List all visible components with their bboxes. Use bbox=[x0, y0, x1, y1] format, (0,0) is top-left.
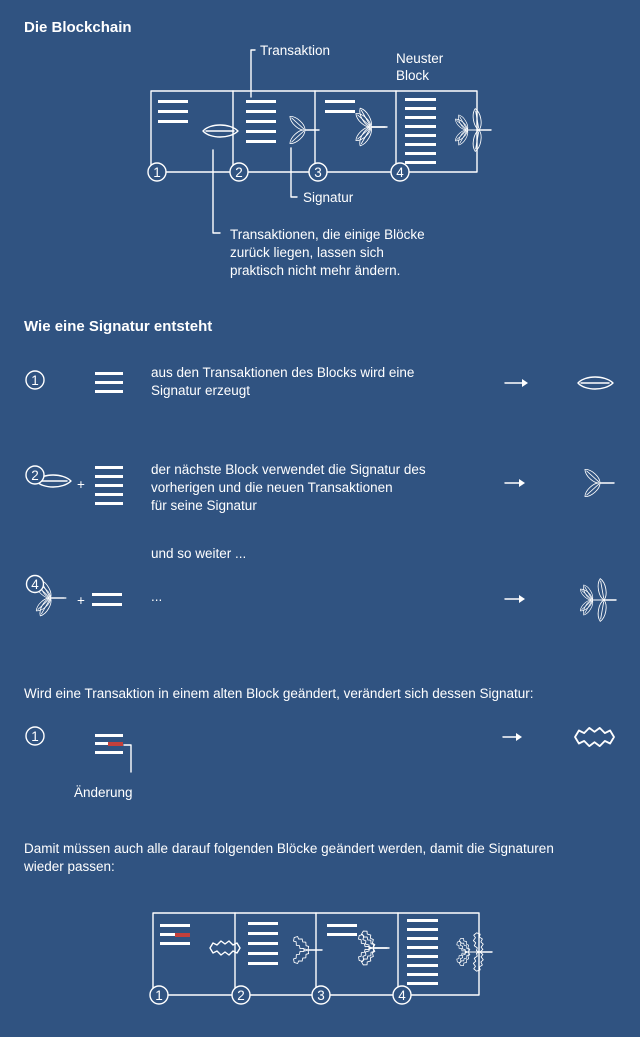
sprig-signature-icon bbox=[288, 114, 319, 146]
block1-transactions-changed bbox=[160, 924, 190, 945]
label-signatur: Signatur bbox=[303, 190, 354, 205]
blockchain-diagram-bottom: 1 2 3 4 bbox=[149, 912, 492, 1005]
svg-text:2: 2 bbox=[235, 165, 243, 180]
step3-intro: und so weiter ... bbox=[151, 546, 246, 561]
block-number-4: 4 bbox=[392, 985, 412, 1005]
step3-plus: + bbox=[77, 593, 85, 608]
block2-transactions bbox=[246, 100, 276, 143]
step3-number: 4 bbox=[31, 577, 39, 592]
step2-plus: + bbox=[77, 477, 85, 492]
block3-transactions bbox=[325, 100, 355, 113]
label-aenderung: Änderung bbox=[74, 785, 133, 800]
step1-transactions bbox=[95, 372, 123, 393]
label-block: Block bbox=[396, 68, 429, 83]
leaf-signature-icon bbox=[202, 124, 239, 138]
svg-text:3: 3 bbox=[317, 988, 325, 1003]
step1-number: 1 bbox=[31, 373, 39, 388]
step2-number: 2 bbox=[31, 468, 39, 483]
block-number-3: 3 bbox=[311, 985, 331, 1005]
svg-text:1: 1 bbox=[155, 988, 163, 1003]
changed-transactions bbox=[95, 734, 123, 754]
changed-tree-icon bbox=[455, 932, 492, 972]
step2-text-line1: der nächste Block verwendet die Signatur… bbox=[151, 462, 426, 477]
block1-transactions bbox=[158, 100, 188, 123]
changed-sprig-icon bbox=[291, 934, 322, 965]
block2-transactions bbox=[248, 922, 278, 965]
step-1: 1 aus den Transaktionen des Blocks wird … bbox=[25, 365, 614, 398]
step3-transactions bbox=[92, 593, 122, 606]
svg-text:2: 2 bbox=[237, 988, 245, 1003]
block-number-3: 3 bbox=[308, 162, 328, 182]
callout-line-transaktion bbox=[250, 49, 256, 98]
step-3: und so weiter ... 4 + ... bbox=[25, 546, 617, 622]
changed-leaf-icon bbox=[574, 726, 615, 748]
note-line-3: praktisch nicht mehr ändern. bbox=[230, 263, 400, 278]
arrow-right-icon bbox=[504, 595, 525, 603]
label-neuster: Neuster bbox=[396, 51, 444, 66]
section-title-aenderung: Wird eine Transaktion in einem alten Blo… bbox=[24, 686, 534, 701]
callout-line-note bbox=[212, 149, 221, 234]
block4-transactions bbox=[405, 98, 436, 164]
step2-text-line3: für seine Signatur bbox=[151, 498, 257, 513]
block-number-1: 1 bbox=[147, 162, 167, 182]
arrow-right-icon bbox=[504, 379, 528, 387]
block-number-2: 2 bbox=[229, 162, 249, 182]
svg-text:4: 4 bbox=[398, 988, 406, 1003]
tree-signature-icon bbox=[453, 108, 491, 152]
block-number-1: 1 bbox=[149, 985, 169, 1005]
note-line-1: Transaktionen, die einige Blöcke bbox=[230, 227, 425, 242]
note-line-2: zurück liegen, lassen sich bbox=[230, 245, 384, 260]
svg-text:1: 1 bbox=[153, 165, 161, 180]
tree-signature-icon bbox=[578, 578, 616, 622]
section4-text-line1: Damit müssen auch alle darauf folgenden … bbox=[24, 841, 554, 856]
step3-ellipsis: ... bbox=[151, 589, 162, 604]
svg-text:4: 4 bbox=[396, 165, 404, 180]
sprig-signature-icon bbox=[583, 467, 614, 499]
block-number-2: 2 bbox=[231, 985, 251, 1005]
blockchain-diagram-top: 1 2 3 4 bbox=[147, 49, 491, 234]
arrow-right-icon bbox=[504, 479, 525, 487]
block3-transactions bbox=[327, 924, 357, 936]
callout-line-aenderung bbox=[123, 744, 132, 773]
label-transaktion: Transaktion bbox=[260, 43, 330, 58]
change-number: 1 bbox=[31, 729, 39, 744]
changed-branch-icon bbox=[356, 929, 389, 967]
branch-signature-icon bbox=[354, 106, 387, 147]
step2-transactions bbox=[95, 466, 123, 505]
section-title-signatur: Wie eine Signatur entsteht bbox=[24, 318, 212, 335]
callout-line-signatur bbox=[290, 147, 298, 198]
arrow-right-icon bbox=[502, 733, 522, 741]
step2-text-line2: vorherigen und die neuen Transaktionen bbox=[151, 480, 393, 495]
block4-transactions bbox=[407, 919, 438, 985]
step1-text-line2: Signatur erzeugt bbox=[151, 383, 250, 398]
change-example: 1 Änderung bbox=[25, 726, 615, 800]
leaf-signature-icon bbox=[577, 376, 614, 390]
step1-text-line1: aus den Transaktionen des Blocks wird ei… bbox=[151, 365, 414, 380]
section4-text-line2: wieder passen: bbox=[23, 859, 115, 874]
block-number-4: 4 bbox=[390, 162, 410, 182]
section-title-blockchain: Die Blockchain bbox=[24, 19, 132, 36]
step-2: 2 + der nächste Block verwendet die Sign… bbox=[25, 462, 614, 513]
svg-text:3: 3 bbox=[314, 165, 322, 180]
